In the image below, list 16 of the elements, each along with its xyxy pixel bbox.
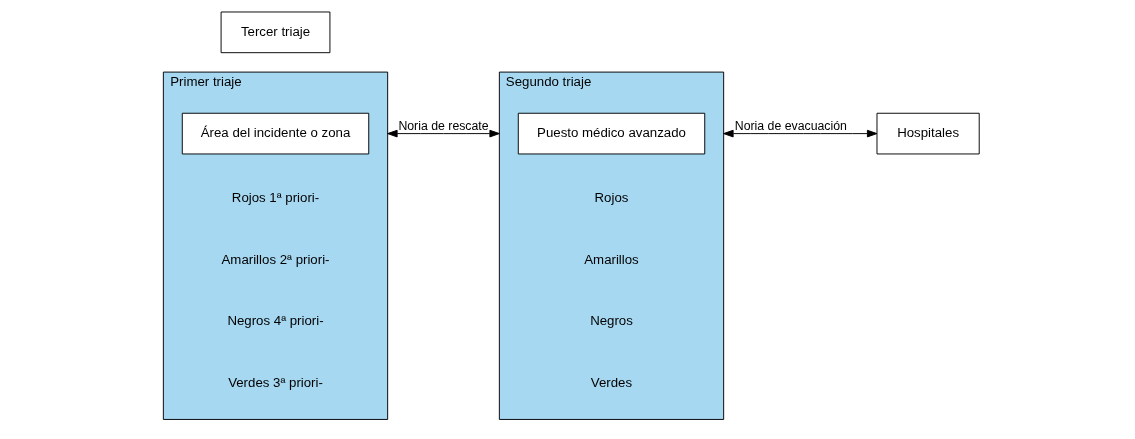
label: Verdes 3ª priori-	[228, 374, 323, 390]
node-box: Hospitales	[876, 112, 980, 155]
label: Negros 4ª priori-	[227, 313, 324, 329]
label: Amarillos 2ª priori-	[221, 251, 330, 267]
node-box: Tercer triaje	[220, 11, 331, 54]
label: Rojos 1ª priori-	[231, 190, 320, 206]
edge-label: Noria de rescate	[398, 119, 489, 134]
node-box: Puesto médico avanzado	[517, 112, 706, 155]
label: Rojos	[594, 190, 629, 206]
label: Negros	[590, 313, 633, 329]
node-box: Área del incidente o zona	[181, 112, 370, 155]
arrow	[723, 129, 878, 138]
arrow	[387, 129, 500, 138]
label: Verdes	[590, 374, 633, 390]
edge-label: Noria de evacuación	[734, 119, 847, 134]
label: Amarillos	[584, 251, 639, 267]
